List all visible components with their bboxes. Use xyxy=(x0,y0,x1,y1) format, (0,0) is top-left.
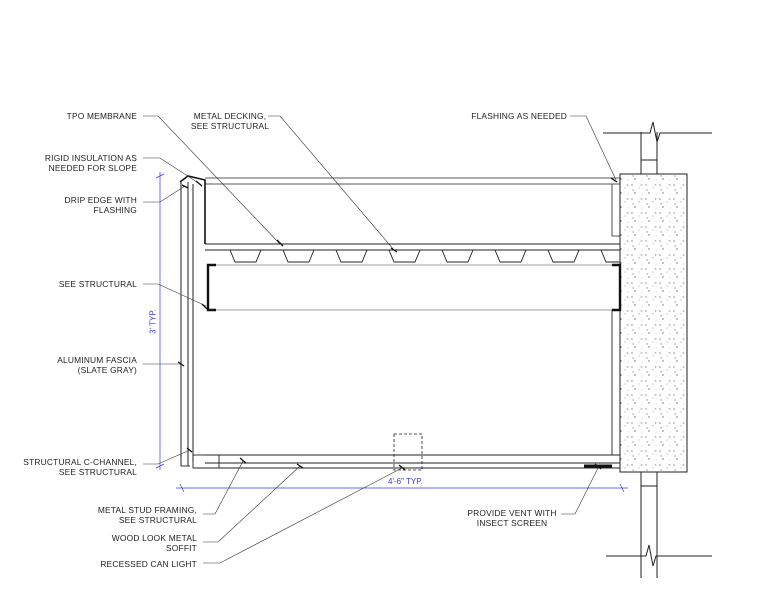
label-see-structural: SEE STRUCTURAL xyxy=(58,279,137,289)
soffit-framing xyxy=(181,310,620,469)
metal-decking xyxy=(205,243,620,263)
aluminum-fascia xyxy=(180,182,194,466)
dimension-horizontal-text: 4'-6" TYP. xyxy=(388,477,423,486)
c-channel-right xyxy=(612,263,622,312)
label-aluminum-fascia: ALUMINUM FASCIA(SLATE GRAY) xyxy=(57,355,137,375)
label-metal-stud: METAL STUD FRAMING,SEE STRUCTURAL xyxy=(97,505,197,525)
c-channel-left xyxy=(206,263,216,312)
label-flashing: FLASHING AS NEEDED xyxy=(471,111,567,121)
concrete-wall xyxy=(619,173,688,473)
label-c-channel: STRUCTURAL C-CHANNEL,SEE STRUCTURAL xyxy=(23,457,137,477)
drip-edge xyxy=(179,175,206,244)
label-recessed-can: RECESSED CAN LIGHT xyxy=(100,559,197,569)
dimension-vertical xyxy=(155,172,165,470)
upper-wall xyxy=(603,121,712,175)
label-tpo-membrane: TPO MEMBRANE xyxy=(66,111,137,121)
lower-wall xyxy=(606,471,712,578)
recessed-can-light xyxy=(393,433,423,471)
dimension-horizontal xyxy=(176,483,628,493)
leader-lines xyxy=(143,115,617,564)
dimension-vertical-text: 3' TYP. xyxy=(148,309,158,334)
label-metal-decking: METAL DECKING,SEE STRUCTURAL xyxy=(190,111,270,131)
leader-ticks xyxy=(177,177,618,471)
roof-membrane xyxy=(204,177,620,244)
